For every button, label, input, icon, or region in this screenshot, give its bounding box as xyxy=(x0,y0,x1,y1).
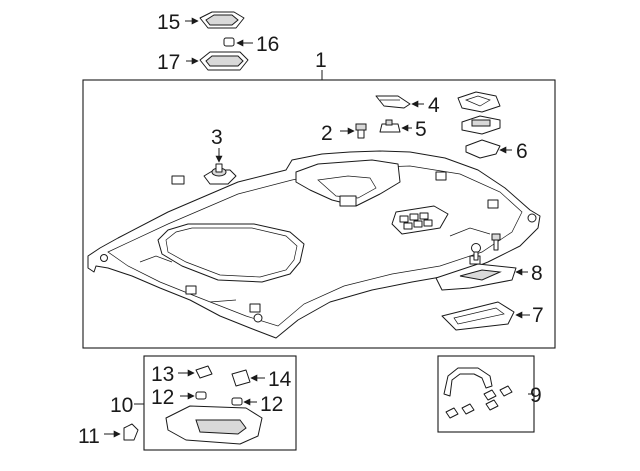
grab-handle-clips[interactable] xyxy=(445,385,513,419)
part-8-lamp-lens[interactable] xyxy=(435,263,517,291)
part-4-retainer[interactable] xyxy=(375,95,411,109)
part-16-bulb[interactable] xyxy=(223,37,235,47)
part-3-bracket[interactable] xyxy=(203,163,237,185)
part-13-clip[interactable] xyxy=(195,365,213,379)
part-5-retainer[interactable] xyxy=(379,119,401,133)
sunvisor-group-box xyxy=(143,355,297,451)
grab-handle[interactable] xyxy=(443,367,493,397)
callout-12b: 12 xyxy=(260,393,283,416)
callout-9: 9 xyxy=(530,384,542,407)
screw-pair[interactable] xyxy=(471,233,501,261)
callout-1: 1 xyxy=(315,49,327,72)
headliner-panel[interactable] xyxy=(87,150,541,339)
callout-8: 8 xyxy=(531,262,543,285)
callout-4: 4 xyxy=(428,94,440,117)
callout-12a: 12 xyxy=(151,386,174,409)
part-7-map-lamp[interactable] xyxy=(441,301,515,331)
callout-2: 2 xyxy=(321,122,333,145)
callout-16: 16 xyxy=(256,33,279,56)
callout-6: 6 xyxy=(516,140,528,163)
callout-13: 13 xyxy=(151,363,174,386)
part-6-lamp-assembly[interactable] xyxy=(457,91,501,159)
callout-17: 17 xyxy=(157,51,180,74)
callout-3: 3 xyxy=(211,126,223,149)
sun-visor[interactable] xyxy=(165,405,263,445)
part-11-visor-clip[interactable] xyxy=(123,423,139,441)
callout-5: 5 xyxy=(415,118,427,141)
part-14-label[interactable] xyxy=(231,369,251,387)
part-17-lens[interactable] xyxy=(199,51,249,71)
headliner-group-box xyxy=(82,79,556,349)
part-12-clip-right[interactable] xyxy=(231,397,243,406)
callout-14: 14 xyxy=(268,368,292,391)
callout-10: 10 xyxy=(110,394,133,417)
part-12-clip-left[interactable] xyxy=(195,391,207,400)
callout-7: 7 xyxy=(532,304,544,327)
part-15-lamp-housing[interactable] xyxy=(199,11,245,29)
callout-11: 11 xyxy=(78,425,100,448)
loose-clip[interactable] xyxy=(171,175,185,185)
callout-15: 15 xyxy=(157,11,180,34)
part-2-clip[interactable] xyxy=(355,123,367,139)
